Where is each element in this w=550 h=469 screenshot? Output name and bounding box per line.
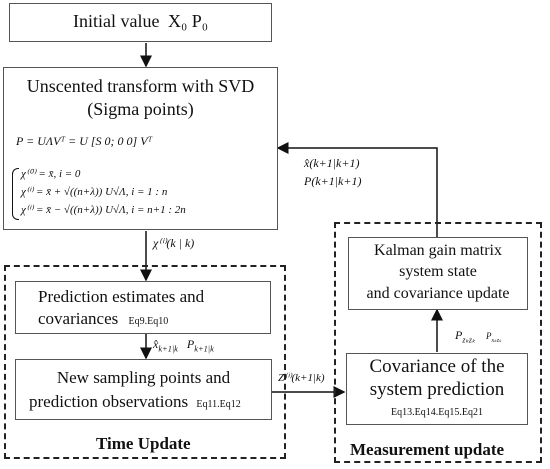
svd-equation: P = UΛVᵀ = U [S 0; 0 0] Vᵀ bbox=[16, 134, 153, 148]
arrow-kalman-to-unscented bbox=[276, 142, 438, 237]
sampling-points-box: New sampling points and prediction obser… bbox=[15, 359, 272, 420]
kalman-line1: Kalman gain matrix bbox=[374, 242, 502, 259]
p-update-label: P(k+1|k+1) bbox=[304, 174, 362, 188]
covariance-equations: Eq13.Eq14.Eq15.Eq21 bbox=[391, 407, 483, 418]
time-update-group bbox=[4, 265, 286, 459]
sigma-point-1: χ⁽ⁱ⁾ = x̄ + √((n+λ)) U√Λ, i = 1 : n bbox=[21, 186, 168, 198]
pzz-subscript: zₖzₖ bbox=[462, 335, 476, 345]
pxz-symbol: P bbox=[486, 331, 492, 341]
measurement-update-label: Measurement update bbox=[350, 440, 505, 459]
unscented-title: Unscented transform with SVD bbox=[26, 76, 255, 96]
prediction-equations: Eq9.Eq10 bbox=[128, 316, 169, 327]
x-hat-update-label: x̂(k+1|k+1) bbox=[304, 156, 360, 170]
x-hat-pred-symbol: x̂ bbox=[153, 337, 159, 351]
kalman-line3: and covariance update bbox=[366, 285, 510, 302]
sigma-point-0: χ⁽⁰⁾ = x̄, i = 0 bbox=[21, 168, 81, 180]
time-update-label: Time Update bbox=[96, 434, 191, 453]
p-pred-symbol: P bbox=[186, 337, 195, 351]
chi-arrow-label: χ⁽ⁱ⁾(k | k) bbox=[153, 236, 195, 250]
covariance-line1: Covariance of the bbox=[369, 356, 505, 377]
initial-value-symbols: X₀ P₀ bbox=[167, 11, 209, 31]
pzz-label: Pzₖzₖ bbox=[455, 328, 475, 344]
prediction-estimates-box: Prediction estimates and covariances Eq9… bbox=[15, 281, 271, 334]
sigma-brace bbox=[12, 168, 19, 220]
pzz-symbol: P bbox=[455, 328, 463, 342]
initial-value-box: Initial value X₀ P₀ bbox=[9, 3, 272, 42]
sampling-equations: Eq11.Eq12 bbox=[196, 399, 241, 410]
z-arrow-label: Z⁽ⁱ⁾(k+1|k) bbox=[278, 372, 325, 384]
covariance-line2: system prediction bbox=[369, 379, 505, 400]
covariance-prediction-box: Covariance of the system prediction Eq13… bbox=[346, 353, 528, 425]
prediction-output-label: x̂k+1|k Pk+1|k bbox=[153, 337, 214, 353]
unscented-transform-box: Unscented transform with SVD (Sigma poin… bbox=[3, 67, 278, 230]
sampling-line2: prediction observations bbox=[29, 392, 189, 411]
sigma-point-2: χ⁽ⁱ⁾ = x̄ − √((n+λ)) U√Λ, i = n+1 : 2n bbox=[21, 204, 186, 216]
measurement-update-group bbox=[334, 222, 542, 463]
pxz-label: Pxₖzₖ bbox=[486, 331, 502, 344]
p-pred-subscript: k+1|k bbox=[194, 344, 214, 354]
x-hat-pred-subscript: k+1|k bbox=[158, 344, 178, 354]
initial-value-label: Initial value bbox=[72, 11, 160, 31]
kalman-line2: system state bbox=[399, 263, 477, 280]
unscented-subtitle: (Sigma points) bbox=[87, 99, 194, 119]
pxz-subscript: xₖzₖ bbox=[491, 337, 502, 344]
kalman-gain-box: Kalman gain matrix system state and cova… bbox=[348, 237, 528, 310]
prediction-line2: covariances bbox=[38, 309, 119, 328]
sampling-line1: New sampling points and bbox=[56, 368, 231, 387]
prediction-line1: Prediction estimates and bbox=[38, 287, 205, 306]
